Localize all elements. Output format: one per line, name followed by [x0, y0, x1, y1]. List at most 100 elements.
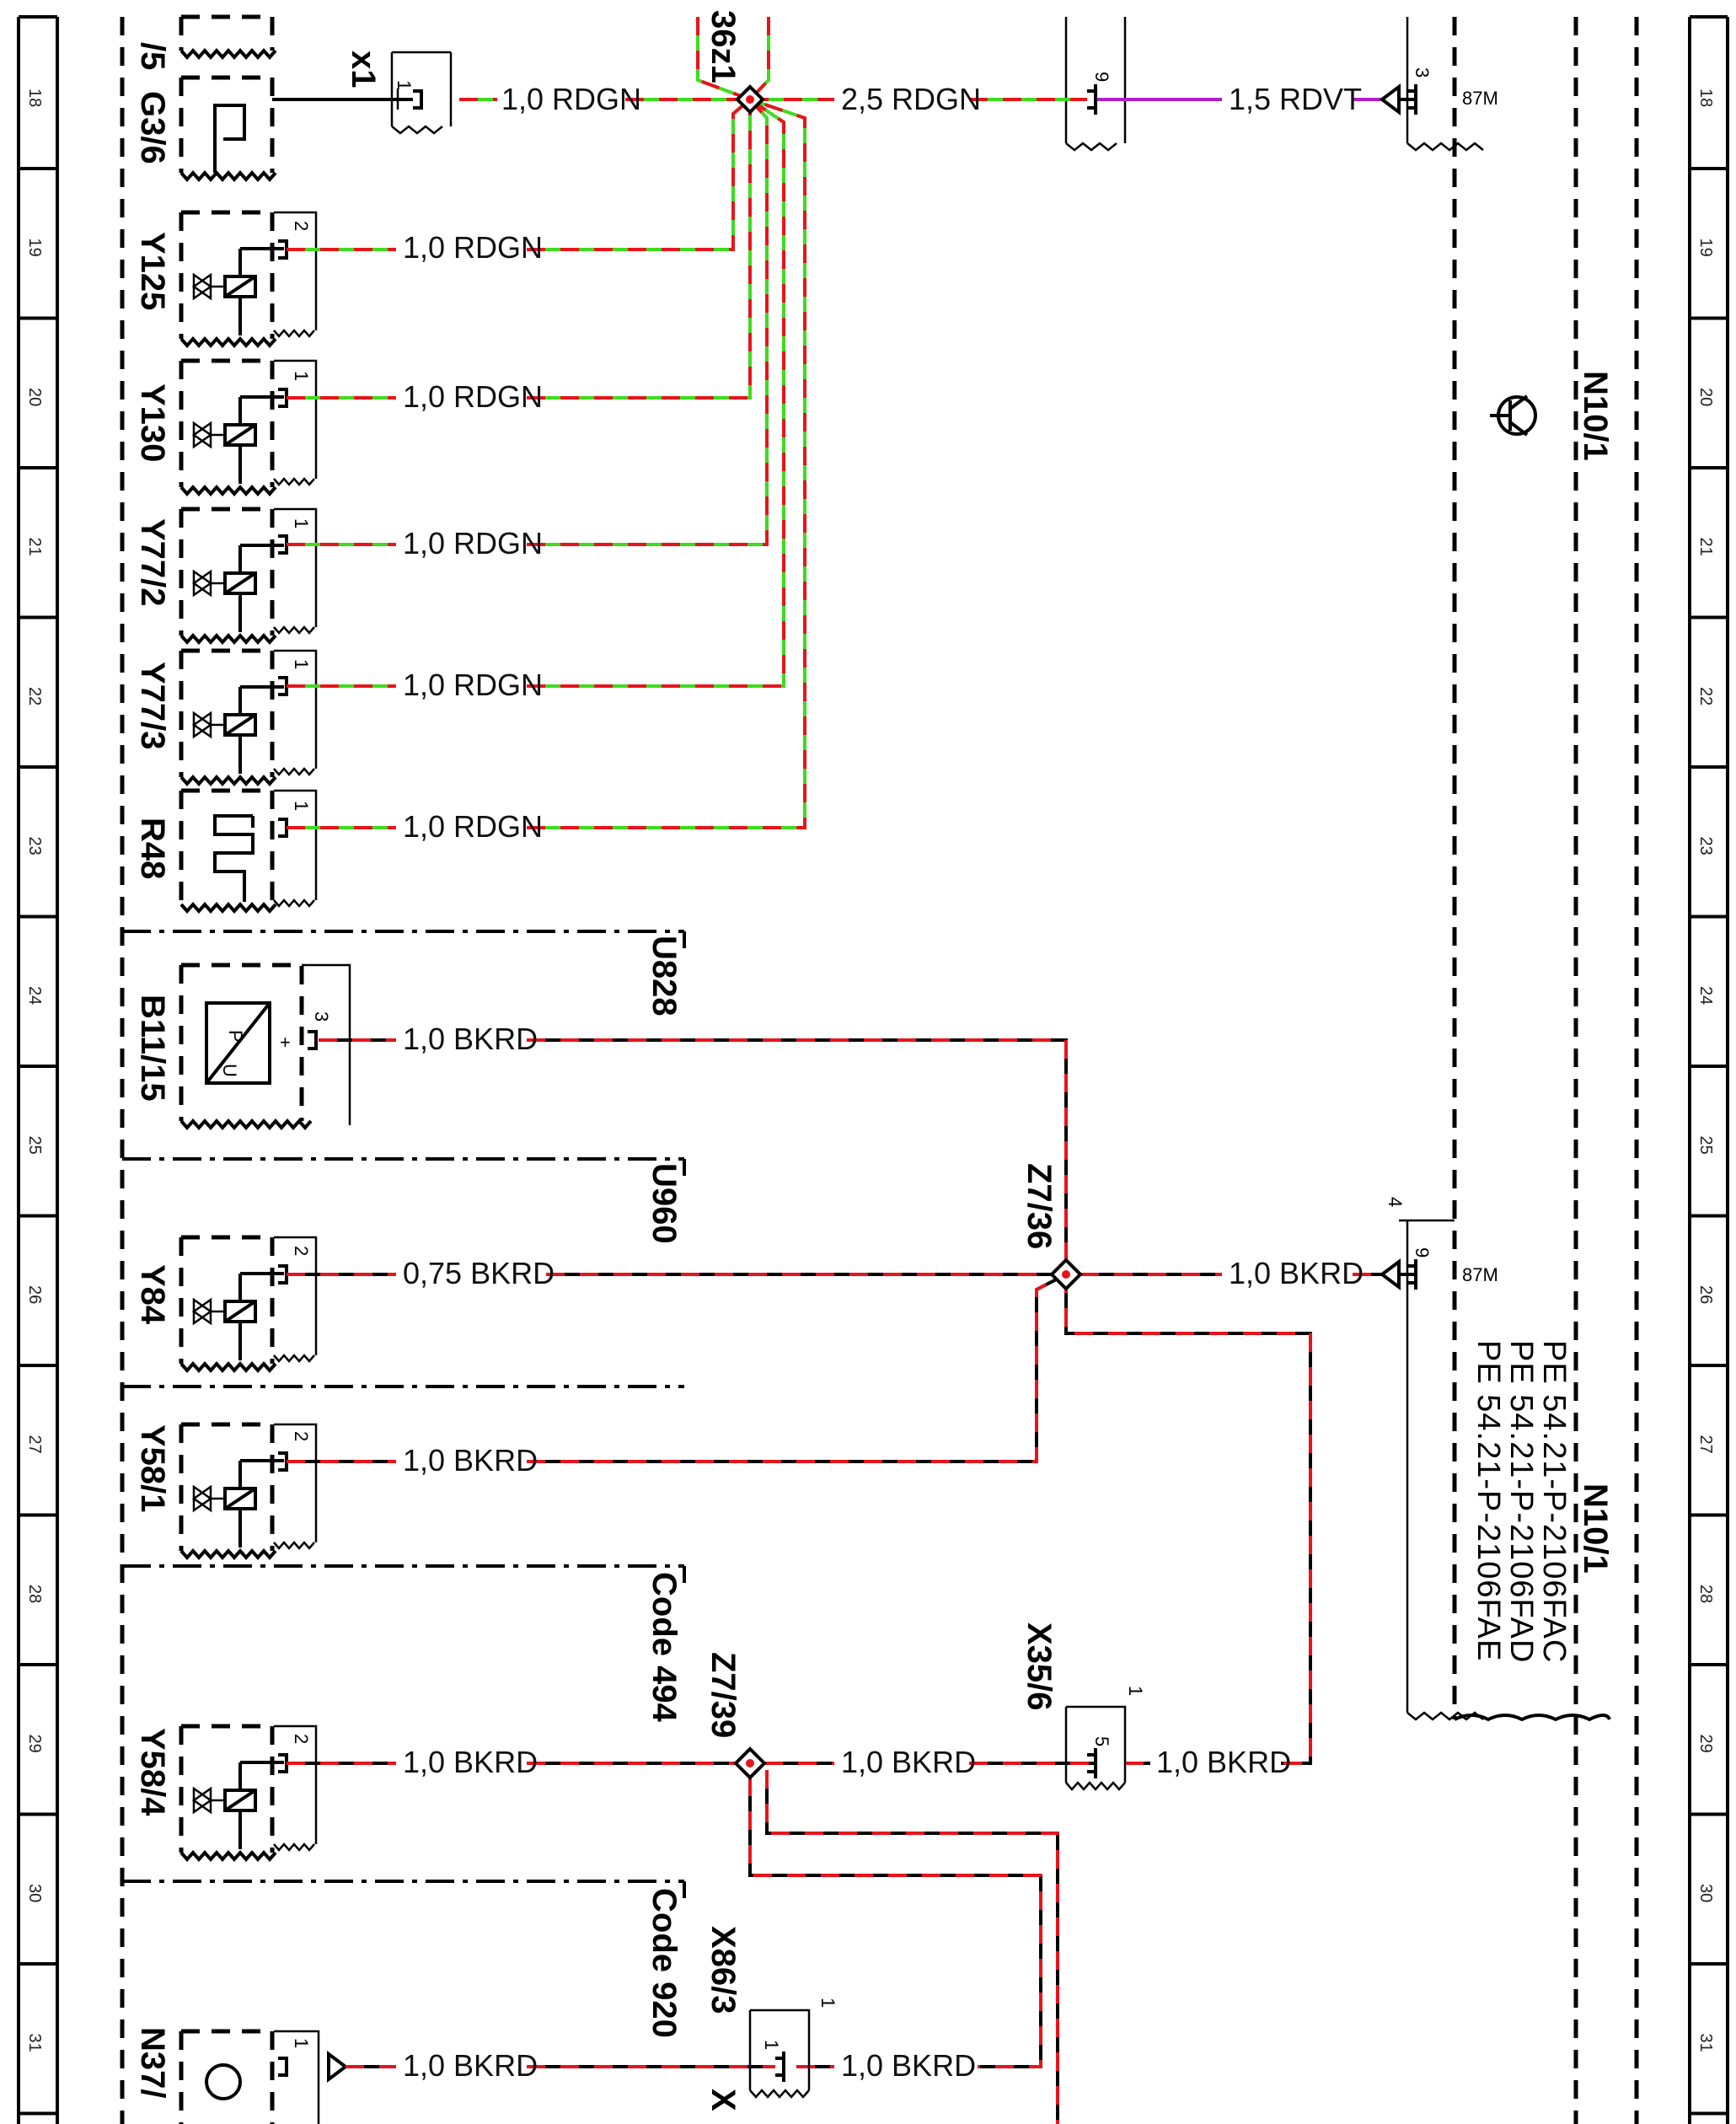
n10-87m-b-pins: [1407, 1264, 1416, 1285]
wire-label-2: 2,5 RDGN: [841, 82, 981, 116]
pin-n10-4: 4: [1385, 1197, 1406, 1207]
ruler-number-left: 26: [25, 1285, 44, 1304]
ruler-number-left: 20: [25, 388, 44, 406]
reference-3: PE 54.21-P-2106FAE: [1471, 1340, 1506, 1661]
wire-y773-stripe: [527, 98, 785, 688]
y584-pinbox-wave: [273, 1842, 315, 1852]
right-ruler: [1688, 15, 1729, 2124]
label-x1: x1: [345, 51, 382, 88]
wire-label-12: 1,0 BKRD: [403, 1443, 538, 1478]
label-r48: R48: [134, 818, 171, 879]
label-y581: Y58/1: [134, 1424, 171, 1513]
b1115-box: [181, 963, 304, 1121]
y584-pinbox: [274, 1724, 318, 1844]
ruler-number-right: 30: [1696, 1884, 1715, 1902]
n37-pinbox: [274, 2030, 320, 2124]
splice-z61: [735, 84, 765, 115]
n10-module: [1399, 17, 1611, 1722]
pin-n10-3: 3: [1412, 67, 1433, 78]
left-ruler: [17, 15, 59, 2124]
y772-pinbox-wave: [273, 625, 315, 635]
label-b1115: B11/15: [134, 995, 171, 1102]
wire-r48-stripe: [527, 98, 806, 829]
pin-y125: 2: [291, 221, 312, 231]
y584-valve-icon: [191, 1786, 213, 1815]
pin-y584: 2: [291, 1734, 312, 1744]
ruler-number-right: 18: [1696, 88, 1715, 107]
wire-label-13: 1,0 BKRD: [403, 1745, 538, 1779]
label-y125: Y125: [134, 232, 171, 310]
wire-y581-stripe: [527, 1273, 1067, 1463]
y773-wave: [179, 774, 277, 787]
x86-wave: [749, 2089, 810, 2099]
wire-z61-top-a: [696, 17, 751, 101]
section-boxes: [122, 930, 686, 1898]
ruler-number-right: 24: [1696, 986, 1715, 1005]
section-u828: U828: [646, 936, 683, 1016]
x35-box: [1066, 1705, 1127, 1783]
pin-n10-87m-b: 87M: [1462, 1264, 1498, 1285]
b1115-sensor-diag: [205, 1001, 271, 1085]
n37-arrow: [327, 2051, 349, 2083]
ruler-number-right: 29: [1696, 1735, 1715, 1753]
splice-z7-36: [1049, 1258, 1083, 1291]
ruler-number-left: 28: [25, 1585, 44, 1603]
reference-2: PE 54.21-P-2106FAD: [1503, 1340, 1539, 1663]
wire-label-6: 1,0 RDGN: [403, 526, 543, 560]
x35-pins: [1087, 1753, 1096, 1773]
pin-y130: 1: [291, 371, 312, 381]
section-u960: U960: [646, 1163, 683, 1244]
y125-wave: [179, 335, 277, 349]
y772-pinbox: [274, 507, 318, 627]
label-x35-6: X35/6: [1021, 1622, 1058, 1711]
section-code920: Code 920: [646, 1888, 683, 2038]
reference-1: PE 54.21-P-2106FAC: [1536, 1340, 1572, 1663]
pin-n37: 1: [291, 2038, 312, 2048]
y130-pinbox: [274, 359, 318, 479]
ruler-number-right: 22: [1696, 687, 1715, 705]
pin-y581: 2: [291, 1431, 312, 1441]
ruler-number-right: 21: [1696, 538, 1715, 556]
y773-coil-diag: [223, 713, 257, 737]
pin-b1115: 3: [311, 1011, 332, 1022]
wire-label-4: 1,0 RDGN: [403, 230, 543, 265]
n10-87m-a-pins: [1407, 89, 1416, 110]
y584-coil-diag: [223, 1789, 257, 1812]
wire-label-3: 1,5 RDVT: [1229, 82, 1362, 116]
ruler-number-left: 30: [25, 1884, 44, 1902]
wire-b1115: [527, 1038, 1068, 1274]
b1115-sensor-icon: [205, 1001, 271, 1085]
b1115-pinbox: [302, 963, 351, 1125]
r48-pinbox: [274, 789, 318, 900]
y581-wave: [179, 1547, 277, 1561]
y125-pinbox-wave: [273, 329, 315, 338]
ruler-number-right: 20: [1696, 388, 1715, 406]
r48-box: [181, 788, 275, 904]
y125-coil-diag: [223, 275, 257, 298]
pin-x1: 1: [394, 80, 415, 90]
wire-z61-top-b-stripe: [748, 17, 770, 101]
ruler-number-right: 31: [1696, 2034, 1715, 2052]
y581-valve-icon: [191, 1484, 213, 1513]
y584-wave: [179, 1849, 277, 1863]
wire-y125: [527, 98, 752, 251]
wire-y772-stripe: [527, 98, 769, 546]
wire-label-8: 1,0 RDGN: [403, 809, 543, 844]
ruler-number-left: 25: [25, 1136, 44, 1155]
wire-z736-x35: [1064, 1274, 1312, 1765]
r48-wave: [179, 901, 277, 914]
pin-x86-1b: 1: [761, 2040, 782, 2050]
wire-z739-x86-stripe: [748, 1778, 1042, 2068]
label-z7-36: Z7/36: [1021, 1163, 1058, 1249]
top-partial-box: [181, 14, 275, 51]
label-z61: 36z1: [705, 10, 742, 83]
ruler-number-right: 26: [1696, 1285, 1715, 1304]
wire-r48: [527, 98, 806, 829]
ruler-number-left: 27: [25, 1435, 44, 1454]
wire-z61-top-b: [748, 17, 770, 101]
y581-coil-diag: [223, 1487, 257, 1510]
pin-y773: 1: [291, 659, 312, 669]
y581-pinbox-wave: [273, 1541, 315, 1550]
